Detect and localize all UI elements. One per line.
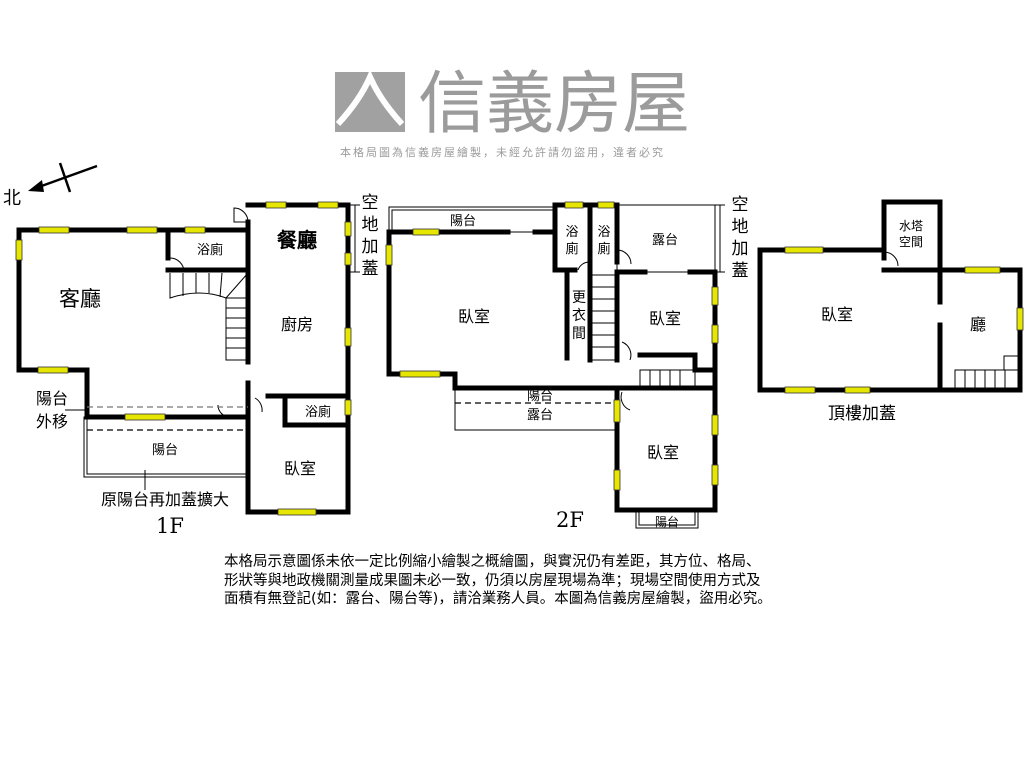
label-balcony-note: 原陽台再加蓋擴大 xyxy=(101,490,229,509)
stairs-rooftop xyxy=(954,355,1021,391)
disclaimer-line: 形狀等與地政機關測量成果圖未必一致，仍須以房屋現場為準；現場空間使用方式及 xyxy=(224,572,761,589)
window-icon xyxy=(317,201,339,209)
room-water-tank: 水塔 xyxy=(899,219,923,233)
watermark-notice: 本格局圖為信義房屋繪製，未經允許請勿盜用，違者必究 xyxy=(340,145,665,159)
room-closet: 間 xyxy=(572,326,586,342)
addition-note-1f: 空 地 加 蓋 xyxy=(362,193,379,279)
room-bath-2: 廁 xyxy=(597,241,610,257)
windows xyxy=(15,201,1024,516)
room-bath-1: 浴 xyxy=(565,225,578,240)
label-balcony-moved-1: 陽台 xyxy=(36,389,68,408)
addition-char: 加 xyxy=(732,239,749,259)
window-icon xyxy=(784,246,824,254)
window-icon xyxy=(344,252,352,266)
room-living-room: 客廳 xyxy=(59,287,101,311)
terrace-2f xyxy=(616,204,716,273)
window-icon xyxy=(265,201,287,209)
room-bedroom-bottom-2f: 臥室 xyxy=(647,443,679,462)
addition-char: 空 xyxy=(362,193,379,213)
disclaimer: 本格局示意圖係未依一定比例縮小繪製之概繪圖，與實況仍有差距，其方位、格局、 形狀… xyxy=(224,553,772,609)
stairs-1f xyxy=(169,272,249,361)
label-balcony-top-2f: 陽台 xyxy=(450,214,476,229)
addition-char: 地 xyxy=(362,215,379,235)
disclaimer-line: 面積有無登記(如：露台、陽台等)，請洽業務人員。本圖為信義房屋繪製，盜用必究。 xyxy=(224,591,772,607)
window-icon xyxy=(711,286,719,306)
addition-char: 空 xyxy=(732,195,749,215)
room-kitchen: 廚房 xyxy=(281,315,313,334)
window-icon xyxy=(385,244,393,266)
floor-title-2f: 2F xyxy=(556,508,584,532)
window-icon xyxy=(37,366,69,374)
addition-char: 蓋 xyxy=(362,259,379,279)
addition-note-2f: 空 地 加 蓋 xyxy=(732,195,749,281)
window-icon xyxy=(964,266,1001,274)
window-icon xyxy=(344,221,352,237)
room-bedroom-rooftop: 臥室 xyxy=(821,305,853,324)
label-balcony-1f: 陽台 xyxy=(152,443,178,458)
window-icon xyxy=(711,324,719,344)
window-icon xyxy=(344,327,352,347)
window-icon xyxy=(277,508,317,516)
north-label: 北 xyxy=(3,188,21,209)
window-icon xyxy=(597,201,615,209)
window-icon xyxy=(124,413,166,421)
window-icon xyxy=(844,386,871,394)
room-bathroom-bottom: 浴廁 xyxy=(305,404,331,420)
room-bedroom-main-2f: 臥室 xyxy=(458,307,490,326)
brand-logo-icon xyxy=(335,69,405,132)
floor-2: 陽台 浴 廁 浴 廁 露台 更 衣 間 臥室 臥室 臥室 陽台 露台 陽台 2F… xyxy=(386,195,749,532)
room-dining-room: 餐廳 xyxy=(277,228,317,252)
room-closet: 衣 xyxy=(572,308,586,324)
window-icon xyxy=(38,226,70,234)
label-balcony-bottom-2f: 陽台 xyxy=(655,514,679,529)
window-icon xyxy=(711,464,719,486)
window-icon xyxy=(184,226,206,234)
addition-char: 地 xyxy=(732,217,749,237)
room-bathroom-top: 浴廁 xyxy=(197,242,223,258)
room-bath-1: 廁 xyxy=(565,241,578,257)
watermark: 信義房屋 本格局圖為信義房屋繪製，未經允許請勿盜用，違者必究 xyxy=(335,65,690,159)
addition-char: 蓋 xyxy=(732,261,749,281)
window-icon xyxy=(564,201,584,209)
window-icon xyxy=(1016,307,1024,331)
window-icon xyxy=(399,370,441,378)
label-terrace-2f: 露台 xyxy=(652,233,678,248)
label-terrace-mid-2f: 露台 xyxy=(527,408,553,423)
stairs-2f xyxy=(591,274,696,389)
floor-title-1f: 1F xyxy=(156,514,184,538)
room-bedroom-1f: 臥室 xyxy=(284,459,316,478)
window-icon xyxy=(344,399,352,416)
disclaimer-line: 本格局示意圖係未依一定比例縮小繪製之概繪圖，與實況仍有差距，其方位、格局、 xyxy=(224,554,761,570)
north-compass: 北 xyxy=(3,162,98,209)
room-hall-rooftop: 廳 xyxy=(970,315,986,334)
window-icon xyxy=(412,228,440,236)
window-icon xyxy=(784,386,816,394)
label-balcony-moved-2: 外移 xyxy=(36,412,68,431)
label-balcony-mid-2f: 陽台 xyxy=(527,389,553,404)
window-icon xyxy=(613,399,621,423)
arrow-icon xyxy=(28,180,44,192)
window-icon xyxy=(15,239,23,261)
room-bedroom-right-2f: 臥室 xyxy=(649,309,681,328)
window-icon xyxy=(613,469,621,491)
window-icon xyxy=(711,414,719,436)
floor-title-rooftop: 頂樓加蓋 xyxy=(828,404,896,424)
watermark-brand: 信義房屋 xyxy=(418,65,690,144)
window-icon xyxy=(126,226,158,234)
floor-1: 客廳 餐廳 廚房 浴廁 浴廁 臥室 陽台 陽台 外移 原陽台再加蓋擴大 1F 空… xyxy=(16,193,379,538)
room-water-tank: 空間 xyxy=(899,235,923,249)
room-closet: 更 xyxy=(572,290,586,306)
addition-char: 加 xyxy=(362,237,379,257)
room-bath-2: 浴 xyxy=(597,225,610,240)
